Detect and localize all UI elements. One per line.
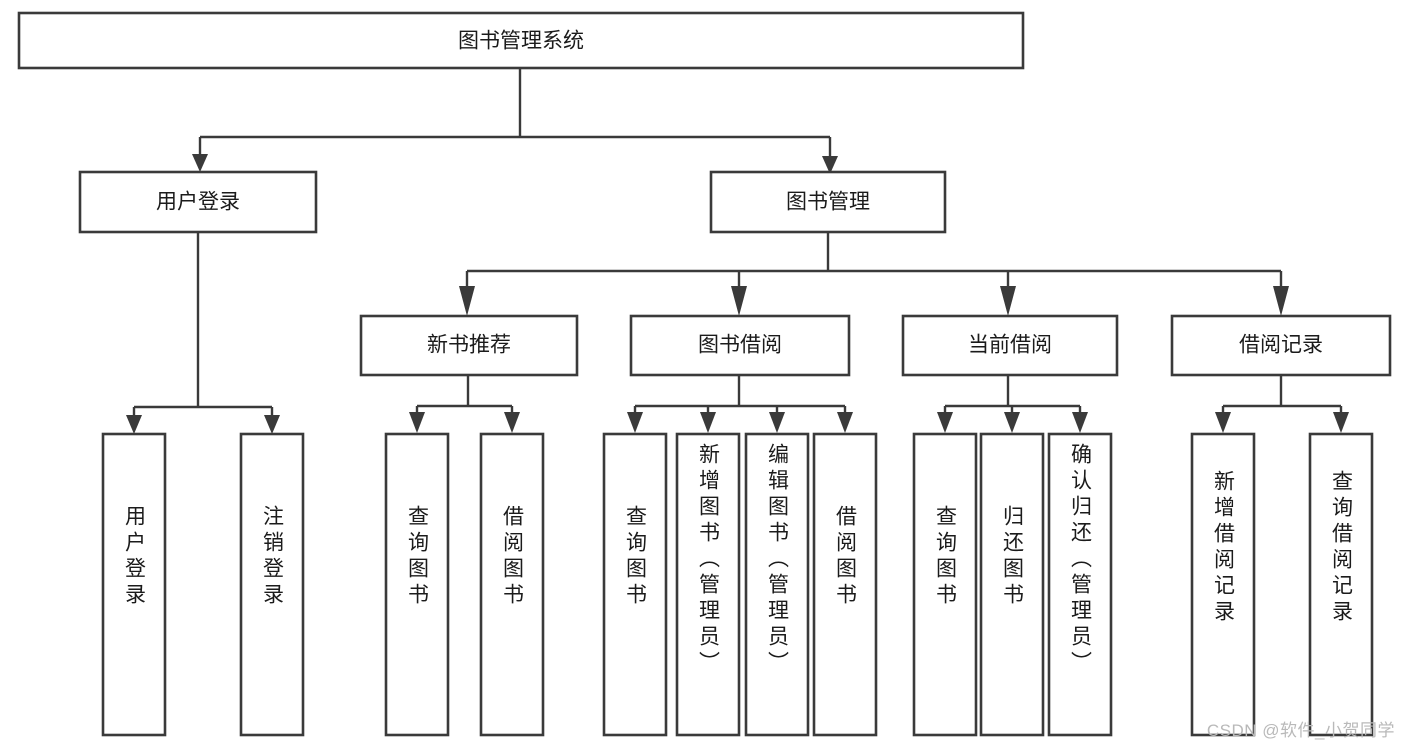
node-book-manage-label: 图书管理 <box>786 191 870 214</box>
node-book-borrow-label: 图书借阅 <box>698 334 782 357</box>
node-new-book-recommend[interactable] <box>359 314 579 377</box>
arrow-head-bookborrow-leaf-1 <box>627 412 643 433</box>
node-book-borrow[interactable] <box>629 314 851 377</box>
leaf-box-user-login[interactable] <box>101 432 167 737</box>
arrow-head-bookborrow-leaf-2 <box>700 412 716 433</box>
leaf-box-bookborrow-query[interactable] <box>602 432 668 737</box>
node-book-manage[interactable] <box>709 170 947 234</box>
node-current-borrow-label: 当前借阅 <box>968 334 1052 357</box>
arrow-head-borrow-record <box>1273 286 1289 316</box>
leaf-box-bookborrow-add[interactable] <box>675 432 741 737</box>
node-root[interactable] <box>17 11 1025 70</box>
connector-layer <box>126 68 1349 434</box>
watermark: CSDN @软件_小贺同学 <box>1206 721 1395 740</box>
leaf-box-logout[interactable] <box>239 432 305 737</box>
arrow-head-currentborrow-leaf-3 <box>1072 412 1088 433</box>
node-root-label: 图书管理系统 <box>458 30 584 53</box>
leaf-box-newbook-query[interactable] <box>384 432 450 737</box>
arrow-head-newbook-leaf-2 <box>504 412 520 433</box>
node-current-borrow[interactable] <box>901 314 1119 377</box>
arrow-head-currentborrow-leaf-2 <box>1004 412 1020 433</box>
leaf-box-record-add[interactable] <box>1190 432 1256 737</box>
leaf-box-record-query[interactable] <box>1308 432 1374 737</box>
leaf-box-currentborrow-confirm[interactable] <box>1047 432 1113 737</box>
arrow-head-newbook-leaf-1 <box>409 412 425 433</box>
arrow-head-leaf-user-login <box>126 415 142 434</box>
leaf-box-bookborrow-borrow[interactable] <box>812 432 878 737</box>
arrow-head-borrowrecord-leaf-2 <box>1333 412 1349 433</box>
arrow-head-leaf-logout <box>264 415 280 434</box>
leaf-box-currentborrow-query[interactable] <box>912 432 978 737</box>
leaf-box-newbook-borrow[interactable] <box>479 432 545 737</box>
arrow-head-user-login <box>192 154 208 172</box>
leaf-box-currentborrow-return[interactable] <box>979 432 1045 737</box>
arrow-head-bookborrow-leaf-4 <box>837 412 853 433</box>
leaf-box-bookborrow-edit[interactable] <box>744 432 810 737</box>
arrow-head-book-manage <box>822 156 838 174</box>
node-layer: 图书管理系统 用户登录 图书管理 新书推荐 图书借阅 当前借阅 借阅记录 <box>17 11 1392 737</box>
arrow-head-new-book <box>459 286 475 316</box>
arrow-head-current-borrow <box>1000 286 1016 316</box>
node-user-login[interactable] <box>78 170 318 234</box>
arrow-head-book-borrow <box>731 286 747 316</box>
node-new-book-recommend-label: 新书推荐 <box>427 334 511 357</box>
node-borrow-record-label: 借阅记录 <box>1239 334 1323 357</box>
arrow-head-currentborrow-leaf-1 <box>937 412 953 433</box>
arrow-head-borrowrecord-leaf-1 <box>1215 412 1231 433</box>
node-borrow-record[interactable] <box>1170 314 1392 377</box>
node-user-login-label: 用户登录 <box>156 191 240 214</box>
arrow-head-bookborrow-leaf-3 <box>769 412 785 433</box>
